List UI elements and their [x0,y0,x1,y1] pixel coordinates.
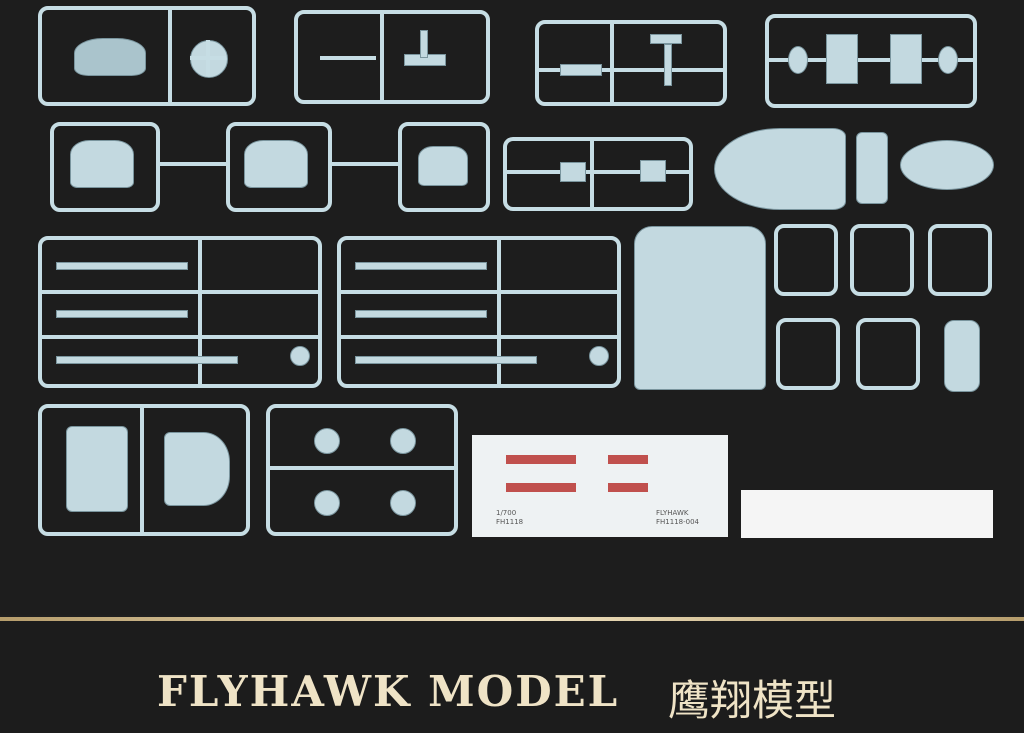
sprue-frame [226,122,332,212]
turret-part [244,140,308,188]
sprue-frame [266,404,458,536]
sprue-frame [38,236,322,388]
sprue-gate [158,162,230,166]
decal-flag [506,455,576,464]
product-photo: 1/700 FH1118 FLYHAWK FH1118-004 [38,6,994,538]
railing-part [56,310,188,318]
sprue-frame [398,122,490,212]
decal-code: FH1118 [496,518,524,526]
hatch-part [390,428,416,454]
sprue-frame [776,318,840,390]
funnel-part [640,160,666,182]
bridge-part [944,320,980,392]
sprue-gate [198,238,202,386]
hatch-part [390,490,416,516]
grille-part [826,34,858,84]
grille-part [890,34,922,84]
brand-name-cn: 鹰翔模型 [668,676,837,725]
hull-part [164,432,230,506]
hatch-part [938,46,958,74]
sprue-gate [40,290,320,294]
railing-part [56,356,238,364]
superstructure-part [856,132,888,204]
deck-part [900,140,994,190]
sprue-gate [537,68,725,72]
sprue-frame [38,404,250,536]
sprue-gate [40,335,320,339]
decal-brand: FLYHAWK [656,509,689,517]
decal-flag [608,455,648,464]
crane-part [650,34,682,44]
sprue-frame [38,6,256,106]
decal-flag [506,483,576,492]
decal-flag [608,483,648,492]
railing-part [355,310,487,318]
sprue-frame [856,318,920,390]
hatch-part [314,428,340,454]
funnel-part [560,162,586,182]
sprue-frame [503,137,693,211]
sprue-gate [380,12,384,102]
sprue-frame [294,10,490,104]
railing-part [355,262,487,270]
brand-name: FLYHAWK MODEL [157,667,620,716]
divider [0,617,1024,621]
brand-banner [0,621,1024,733]
turret-part [74,38,146,76]
sprue-frame [774,224,838,296]
hatch-part [788,46,808,74]
sprue-gate [339,290,619,294]
hatch-part [314,490,340,516]
sprue-frame [337,236,621,388]
sprue-gate [497,238,501,386]
sprue-gate [268,466,456,470]
sprue-gate [168,8,172,104]
decal-code: FH1118-004 [656,518,699,526]
deck-part [634,226,766,390]
turret-part [418,146,468,186]
sprue-frame [928,224,992,296]
sprue-gate [320,56,376,60]
decal-sheet: 1/700 FH1118 FLYHAWK FH1118-004 [472,435,728,537]
sprue-gate [590,139,594,209]
masking-sheet [741,490,993,538]
sprue-frame [535,20,727,106]
sprue-gate [505,170,691,174]
railing-part [56,262,188,270]
sprue-gate [206,40,210,76]
hull-part [66,426,128,512]
mast-part [420,30,428,58]
sprue-frame [50,122,160,212]
sprue-gate [610,22,614,104]
crane-part [664,44,672,86]
turret-part [70,140,134,188]
railing-part [355,356,537,364]
sprue-frame [850,224,914,296]
sprue-gate [140,406,144,534]
crane-part [560,64,602,76]
decal-scale: 1/700 [496,509,517,517]
fitting-part [290,346,310,366]
fitting-part [589,346,609,366]
deck-part [714,128,846,210]
sprue-gate [330,162,400,166]
sprue-gate [339,335,619,339]
sprue-gate [767,58,975,62]
